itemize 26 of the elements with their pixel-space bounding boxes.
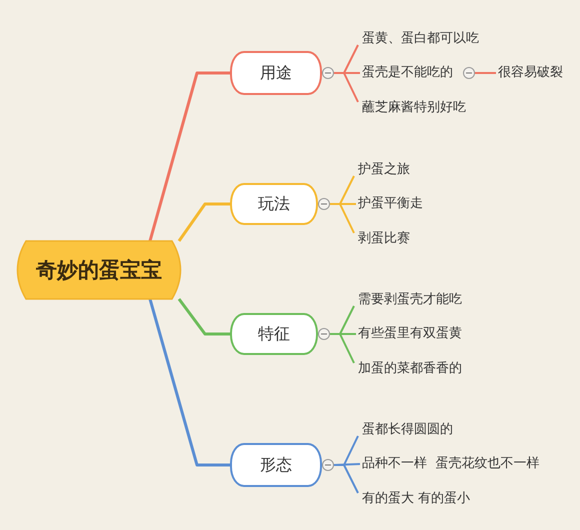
subtopic-text: 剥蛋比赛 xyxy=(358,230,410,248)
subtopic-text: 有些蛋里有双蛋黄 xyxy=(358,325,462,343)
subtopic-text: 加蛋的菜都香香的 xyxy=(358,360,462,378)
connector-line xyxy=(334,72,359,102)
connector-line xyxy=(148,72,230,242)
subtopic-text: 蛋都长得圆圆的 xyxy=(362,421,453,439)
topic-box: 形态 xyxy=(230,443,322,487)
subtopic-text: 很容易破裂 xyxy=(498,64,563,82)
connector-line xyxy=(178,298,230,336)
subtopic-text: 护蛋之旅 xyxy=(358,161,410,179)
subtopic-text: 有的蛋大 有的蛋小 xyxy=(362,490,470,508)
subtopic-text: 蘸芝麻酱特别好吃 xyxy=(362,99,466,117)
connector-line xyxy=(178,202,230,242)
connector-line xyxy=(475,72,496,74)
topic-box: 特征 xyxy=(230,313,318,355)
subtopic-text: 护蛋平衡走 xyxy=(358,195,423,213)
connector-line xyxy=(330,333,355,364)
subtopic-text: 品种不一样 蛋壳花纹也不一样 xyxy=(362,455,540,473)
topic-box: 用途 xyxy=(230,51,322,95)
subtopic-text: 蛋壳是不能吃的 xyxy=(362,64,453,82)
connector-line xyxy=(330,203,355,234)
subtopic-text: 蛋黄、蛋白都可以吃 xyxy=(362,30,479,48)
subtopic-text: 需要剥蛋壳才能吃 xyxy=(358,291,462,309)
connector-line xyxy=(148,298,230,466)
topic-box: 玩法 xyxy=(230,183,318,225)
connector-line xyxy=(334,464,359,494)
